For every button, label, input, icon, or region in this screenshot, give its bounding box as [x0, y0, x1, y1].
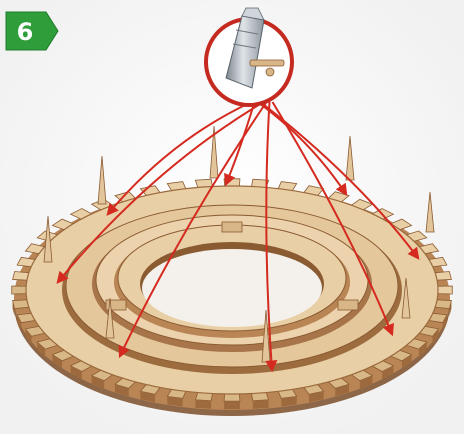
- gear-tooth-side: [195, 400, 211, 409]
- gear-ring-assembly: [12, 179, 453, 416]
- gear-tooth-side: [253, 400, 269, 409]
- gear-tooth-side: [224, 401, 240, 409]
- step-number: 6: [17, 18, 34, 46]
